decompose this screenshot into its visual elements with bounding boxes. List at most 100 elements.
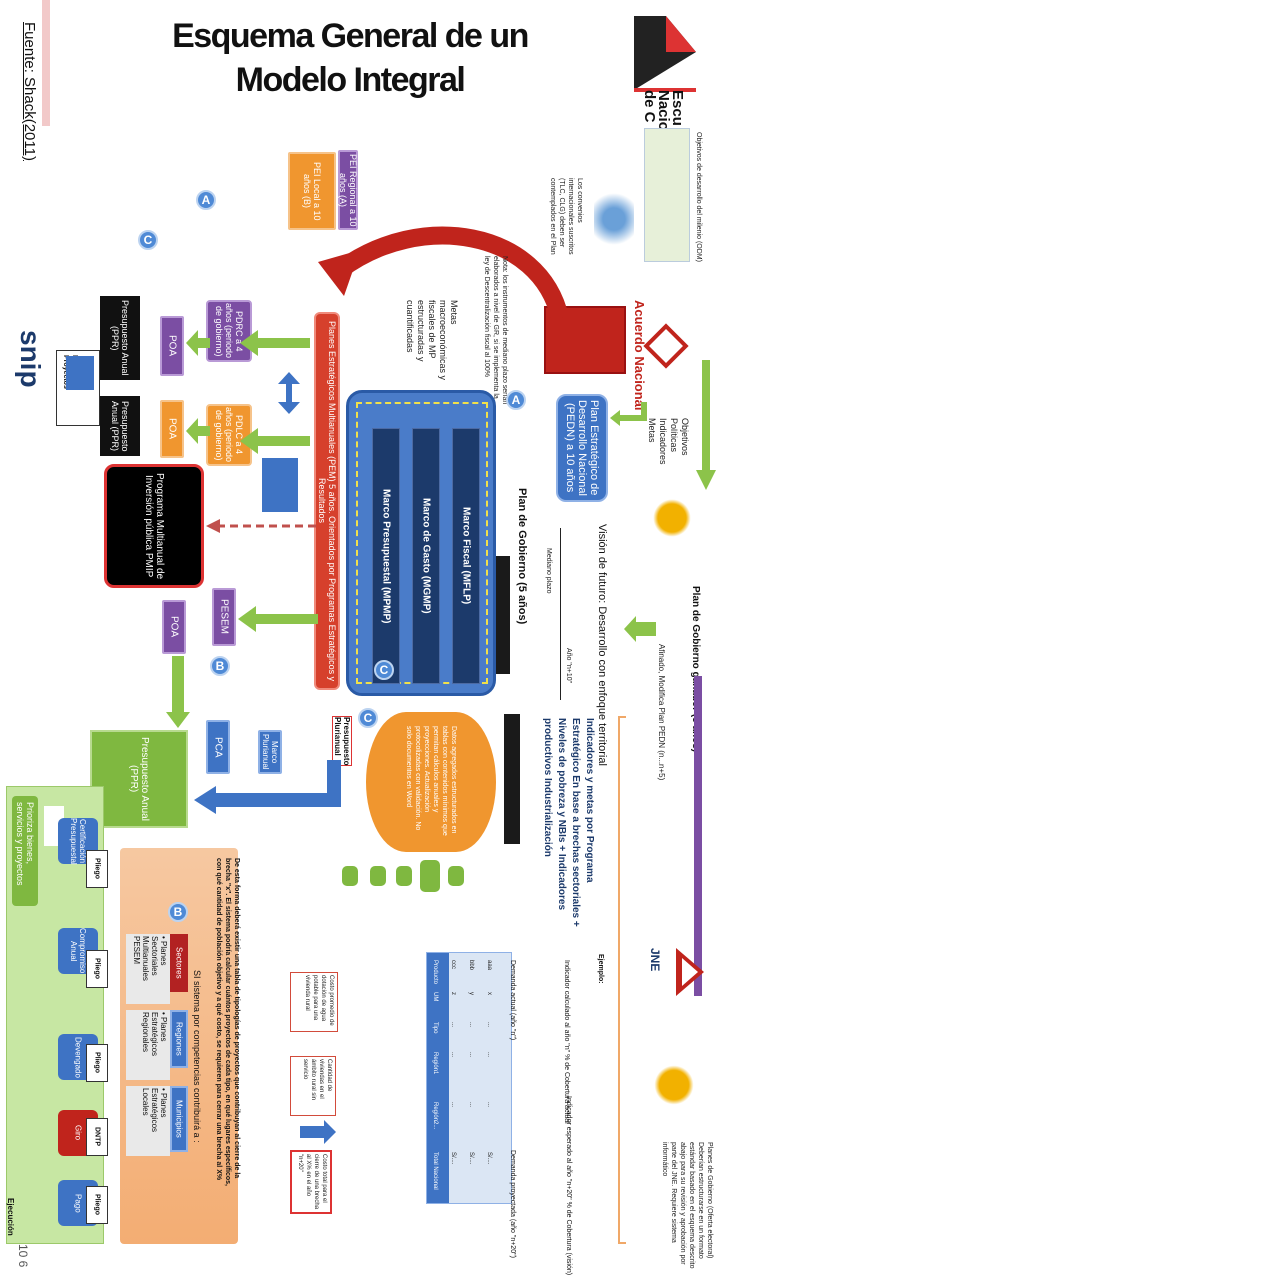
table-cell: y [468,992,474,995]
podium-figure-2 [650,1052,710,1118]
down-arrow-icon [300,1120,336,1144]
curved-arrow-icon [318,226,569,321]
pedn-card: Plan Estratégico de Desarrollo Nacional … [556,394,608,502]
jne-icon [676,948,704,996]
plan-gobierno-label: Plan de Gobierno (5 años) [516,488,528,625]
municipios: Municipios [170,1086,188,1152]
table-cell: ccc [450,960,456,969]
table-header-cell: Tipo [432,1022,438,1034]
indicadores-text: Indicadores y metas por Programa Estraté… [542,718,595,927]
pliego-2: Pliego [86,950,108,988]
pdrc: PDRC a 4 años (periodo de gobierno) [206,300,252,362]
snip-text: snip [15,330,46,388]
title-line-2: Modelo Integral [235,61,466,99]
table-header-cell: Producto [432,960,438,985]
table-cell: ... [450,1052,456,1058]
page-title: Esquema General de un Modelo Integral [120,14,580,102]
pill-1 [448,866,464,886]
table-cell: aaa [486,960,492,971]
table-cell: S/.... [450,1152,456,1165]
jne-logo [674,944,706,1000]
pliego-1: Pliego [86,850,108,888]
prioriza-label: Prioriza bienes, servicios y proyectos [15,802,35,886]
marco-presupuestal: Marco Presupuestal (MPMP) [372,428,400,684]
acuerdo-nacional-label: Acuerdo Nacional [632,300,647,411]
pill-4 [370,866,386,886]
table-header-cell: Región1 [432,1052,438,1075]
prioriza-box: Prioriza bienes, servicios y proyectos [12,796,38,906]
table-cell: bbb [468,960,474,971]
table-cell: ... [450,1022,456,1028]
presupuesto-participativo-icon-2 [262,458,298,512]
plan-gobierno-ganador: Plan de Gobierno ganador (5 años) [690,586,701,753]
poa-2: POA [160,400,184,458]
table-cell: S/.... [486,1152,492,1165]
mef-badge [504,714,520,844]
down-arrow-green [696,360,716,490]
pill-2 [420,860,440,892]
anio-n10: Año "n+10" [565,648,572,684]
planes-multianuales: Planes Estratégicos Multianuales (PEM) 5… [314,312,340,690]
pca-box: PCA [206,720,230,774]
left-arrow-green-1 [240,330,310,356]
datos-agregados: Datos agregados estructurados en tablas … [405,726,457,836]
bracket-right [618,716,626,1244]
planes-sectoriales: • Planes Sectoriales Multianuales PESEM [126,934,170,1004]
acuerdo-logo [643,323,689,369]
title-line-1: Esquema General de un [172,17,529,55]
presupuesto-participativo-icon [66,356,94,390]
table-header-cell: Región2... [432,1102,438,1130]
cantidad-viviendas: Cantidad de viviendas en el ámbito rural… [290,1056,336,1116]
table-cell: ... [468,1022,474,1028]
dnpp-label: DNTP [86,1118,108,1156]
demanda-proyectada: Demanda proyectada (año "n+20") [509,1150,516,1258]
left-arrow-blue [194,760,341,814]
pill-3 [396,866,412,886]
odm-image [644,128,690,262]
forma-tabla-text: De esta forma deberá existir una tabla d… [215,858,240,1186]
pei-local: PEI Local a 10 años (B) [288,152,336,230]
pliego-3: Pliego [86,1044,108,1082]
left-arrow-green-3 [186,330,210,356]
presupuesto-anual-big: Presupuesto Anual (PPR) [90,730,188,828]
left-arrow-green-5 [238,606,318,632]
brechas-table [426,952,512,1204]
costo-total: Costo total para el cierre de una brecha… [290,1150,332,1214]
decor-bar [42,0,50,126]
poa-1: POA [160,316,184,376]
purple-connector [694,676,702,996]
snip-logo: snip [14,330,56,430]
table-cell: x [486,992,492,995]
table-cell: ... [450,1102,456,1108]
planes-locales: • Planes Estratégicos Locales [126,1086,170,1156]
convenios-note: Los convenios internacionales suscritos … [549,178,583,255]
people-image [594,188,634,250]
double-arrow-icon [278,372,300,414]
table-cell: z [450,992,456,995]
presupuesto-anual-1: Presupuesto Anual (PPR) [100,296,140,380]
school-logo: Escu Nacio de C [630,12,700,131]
datos-cylinder: Datos agregados estructurados en tablas … [366,712,496,852]
costo-promedio: Costo promedio de dotación de agua potab… [290,972,338,1032]
presupuesto-plurianual: Presupuesto Plurianual [332,716,352,766]
table-header [427,953,449,1203]
badge-a-2: A [196,190,216,210]
indicador-esperado: Indicador esperado al año "n+20" % de Co… [565,1096,572,1276]
logo-icon [634,16,696,92]
table-cell: ... [468,1102,474,1108]
pesem: PESEM [212,588,236,646]
demanda-actual: Demanda actual (año "n") [509,960,516,1041]
ejecucion-label: Ejecución [6,1198,15,1236]
presupuesto-anual-2: Presupuesto Anual (PPR) [100,396,140,456]
badge-c-1: C [374,660,394,680]
down-arrow-green-2 [166,656,190,728]
afinado-note: Afinado, Modifica Plan PEDN (n...n+5) [657,644,666,781]
table-cell: ... [468,1052,474,1058]
jne-label: JNE [648,948,662,972]
timeline [560,528,580,700]
table-cell: ... [486,1022,492,1028]
page-number: 10 6 [16,1244,30,1268]
vision-futuro: Visión de futuro: Desarrollo con enfoque… [596,524,608,766]
badge-c-3: C [358,708,378,728]
objetivos-list: Objetivos Políticas Indicadores Metas [647,418,690,465]
